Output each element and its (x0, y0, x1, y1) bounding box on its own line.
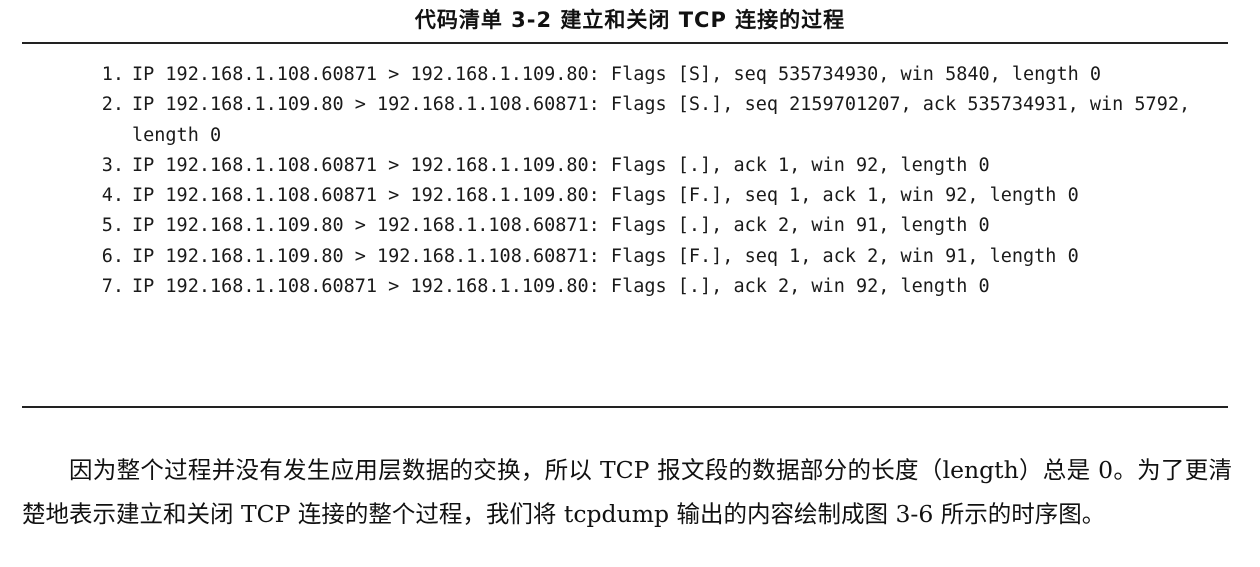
code-text: IP 192.168.1.109.80 > 192.168.1.108.6087… (132, 94, 1191, 146)
code-line: 1. IP 192.168.1.108.60871 > 192.168.1.10… (80, 60, 1230, 90)
code-line: 7. IP 192.168.1.108.60871 > 192.168.1.10… (80, 272, 1230, 302)
code-text: IP 192.168.1.109.80 > 192.168.1.108.6087… (132, 215, 990, 237)
line-number: 6. (101, 245, 124, 267)
line-number: 1. (101, 64, 124, 85)
code-text: IP 192.168.1.108.60871 > 192.168.1.109.8… (132, 276, 990, 298)
top-rule (22, 42, 1228, 44)
code-line: 4. IP 192.168.1.108.60871 > 192.168.1.10… (80, 181, 1230, 211)
listing-caption: 代码清单 3-2 建立和关闭 TCP 连接的过程 (414, 8, 846, 32)
line-number: 7. (101, 276, 124, 298)
bottom-rule (22, 406, 1228, 408)
line-number: 5. (101, 215, 124, 237)
line-number: 2. (101, 94, 124, 116)
code-line: 5. IP 192.168.1.109.80 > 192.168.1.108.6… (80, 211, 1230, 241)
code-text: IP 192.168.1.108.60871 > 192.168.1.109.8… (132, 64, 1102, 85)
body-paragraph: 因为整个过程并没有发生应用层数据的交换，所以 TCP 报文段的数据部分的长度（l… (22, 455, 1232, 528)
code-text: IP 192.168.1.108.60871 > 192.168.1.109.8… (132, 154, 990, 176)
code-line: 2. IP 192.168.1.109.80 > 192.168.1.108.6… (80, 90, 1230, 151)
line-number: 3. (101, 154, 124, 176)
code-text: IP 192.168.1.108.60871 > 192.168.1.109.8… (132, 185, 1079, 207)
code-text: IP 192.168.1.109.80 > 192.168.1.108.6087… (132, 245, 1079, 267)
line-number: 4. (101, 185, 124, 207)
code-listing: 1. IP 192.168.1.108.60871 > 192.168.1.10… (80, 60, 1230, 302)
code-line: 3. IP 192.168.1.108.60871 > 192.168.1.10… (80, 151, 1230, 181)
code-line: 6. IP 192.168.1.109.80 > 192.168.1.108.6… (80, 242, 1230, 272)
